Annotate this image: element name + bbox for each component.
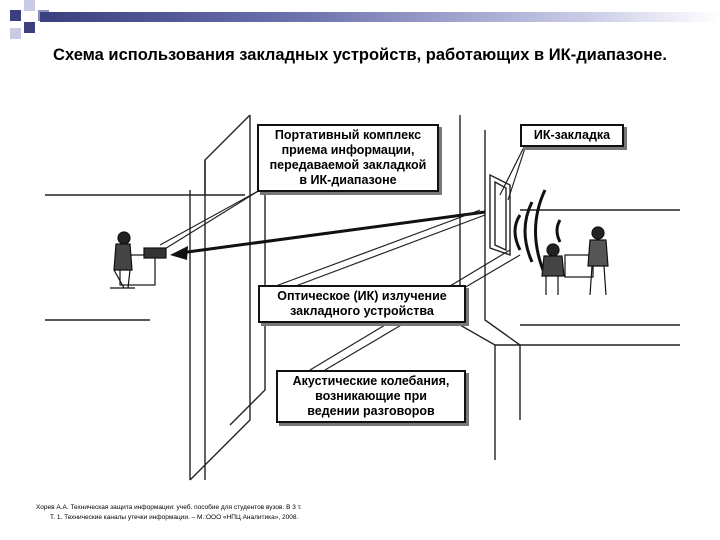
callout-line: приема информации, — [281, 143, 415, 157]
callout-line: передаваемой закладкой — [269, 158, 427, 172]
right-partition — [459, 115, 496, 460]
ir-bug-diagram — [45, 114, 680, 481]
callout-receiver: Портативный комплекс приема информации, … — [257, 124, 439, 192]
pointer-optical — [264, 209, 481, 291]
callout-line: Портативный комплекс — [274, 128, 422, 142]
right-room-lines — [520, 209, 680, 326]
decor-square — [10, 28, 21, 39]
talking-people — [541, 226, 609, 296]
ir-beam-arrow — [170, 210, 486, 260]
ir-bug-window — [489, 173, 511, 256]
callout-line: в ИК-диапазоне — [299, 173, 397, 187]
callout-line: Оптическое (ИК) излучение — [277, 289, 447, 303]
slide-title: Схема использования закладных устройств,… — [53, 46, 667, 64]
callout-ir-bug: ИК-закладка — [520, 124, 624, 147]
header-band — [40, 12, 720, 22]
acoustic-waves — [513, 189, 562, 276]
left-room-floorline — [45, 194, 245, 321]
pointer-receiver — [159, 189, 261, 246]
callout-optical: Оптическое (ИК) излучение закладного уст… — [258, 285, 466, 323]
callout-line: Акустические колебания, — [292, 374, 450, 388]
receiver-operator — [110, 231, 167, 289]
callout-line: закладного устройства — [290, 304, 434, 318]
callout-line: ведении разговоров — [307, 404, 435, 418]
decor-square — [24, 0, 35, 11]
citation-line-2: Т. 1. Технические каналы утечки информац… — [50, 514, 299, 521]
callout-acoustic: Акустические колебания, возникающие при … — [276, 370, 466, 423]
citation-line-1: Хорев А.А. Техническая защита информации… — [36, 504, 302, 511]
decor-square — [10, 10, 21, 21]
pointer-ir-bug — [499, 144, 526, 196]
callout-line: ИК-закладка — [533, 128, 611, 142]
citation: Хорев А.А. Техническая защита информации… — [36, 503, 302, 523]
left-partition — [189, 114, 251, 481]
decor-square — [24, 22, 35, 33]
callout-line: возникающие при — [315, 389, 427, 403]
